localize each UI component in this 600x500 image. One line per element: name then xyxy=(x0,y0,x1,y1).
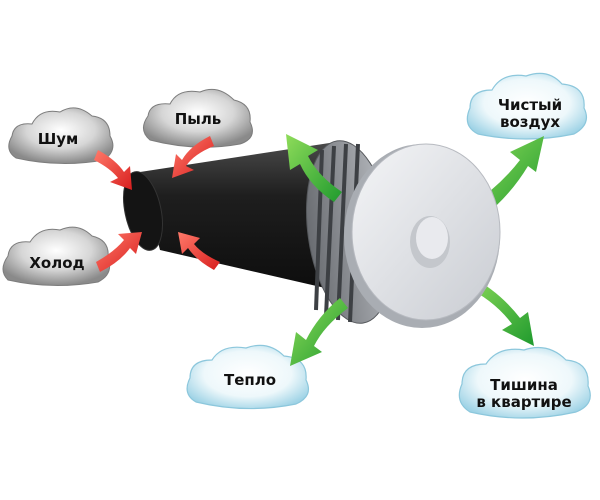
label-cold: Холод xyxy=(29,254,85,272)
label-dust: Пыль xyxy=(174,110,222,128)
cloud-dust xyxy=(143,88,253,148)
label-silence: Тишина в квартире xyxy=(476,376,572,411)
label-warmth: Тепло xyxy=(223,371,277,389)
label-clean-air: Чистый воздух xyxy=(497,96,563,131)
pipe-body xyxy=(123,142,360,296)
ventilation-cap xyxy=(344,143,501,328)
red-arrow-cold xyxy=(96,232,142,272)
cloud-silence xyxy=(458,347,591,419)
green-arrow-warmth xyxy=(290,298,348,366)
red-arrow-noise xyxy=(94,150,132,190)
red-arrow-bottom xyxy=(178,232,220,270)
cloud-cold xyxy=(2,226,111,287)
label-noise: Шум xyxy=(37,130,79,148)
cloud-warmth xyxy=(186,344,309,410)
cloud-clean-air xyxy=(466,72,587,140)
red-arrow-dust xyxy=(172,136,214,178)
green-arrow-top-left xyxy=(286,134,342,202)
